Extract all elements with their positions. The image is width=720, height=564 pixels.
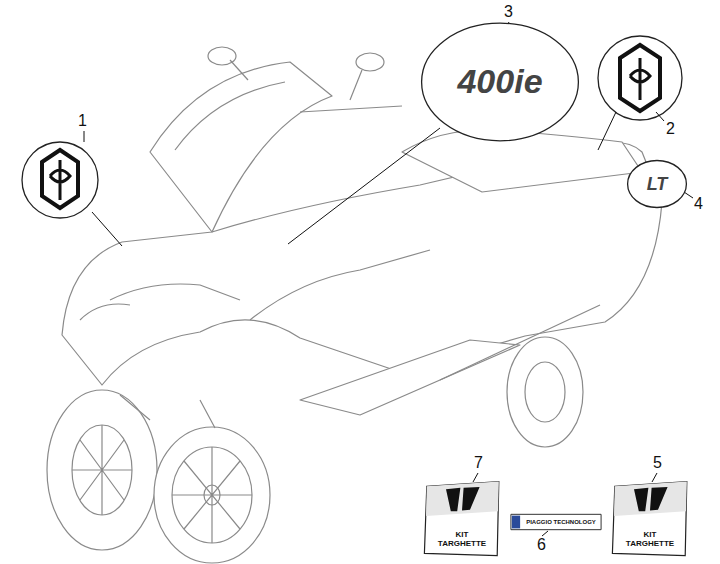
callout-number: 1 <box>78 113 87 129</box>
callout-number: 2 <box>666 121 675 137</box>
callout-number: 3 <box>504 4 513 20</box>
node-text: KIT TARGHETTE <box>622 530 678 548</box>
callout-number: 4 <box>694 196 703 212</box>
node-text: 400ie <box>457 62 542 101</box>
node-text: KIT TARGHETTE <box>434 530 490 548</box>
callout-number: 5 <box>653 455 662 471</box>
node-text: LT <box>647 174 668 195</box>
node-text: PIAGGIO TECHNOLOGY <box>526 519 596 526</box>
label-plate: PIAGGIO TECHNOLOGY <box>510 514 602 530</box>
detail-circle: 400ie <box>420 22 580 142</box>
detail-circle: LT <box>627 160 687 208</box>
callout-number: 6 <box>537 537 546 553</box>
kit-bag: KIT TARGHETTE <box>422 480 502 558</box>
kit-bag: KIT TARGHETTE <box>610 480 690 558</box>
callout-number: 7 <box>474 455 483 471</box>
